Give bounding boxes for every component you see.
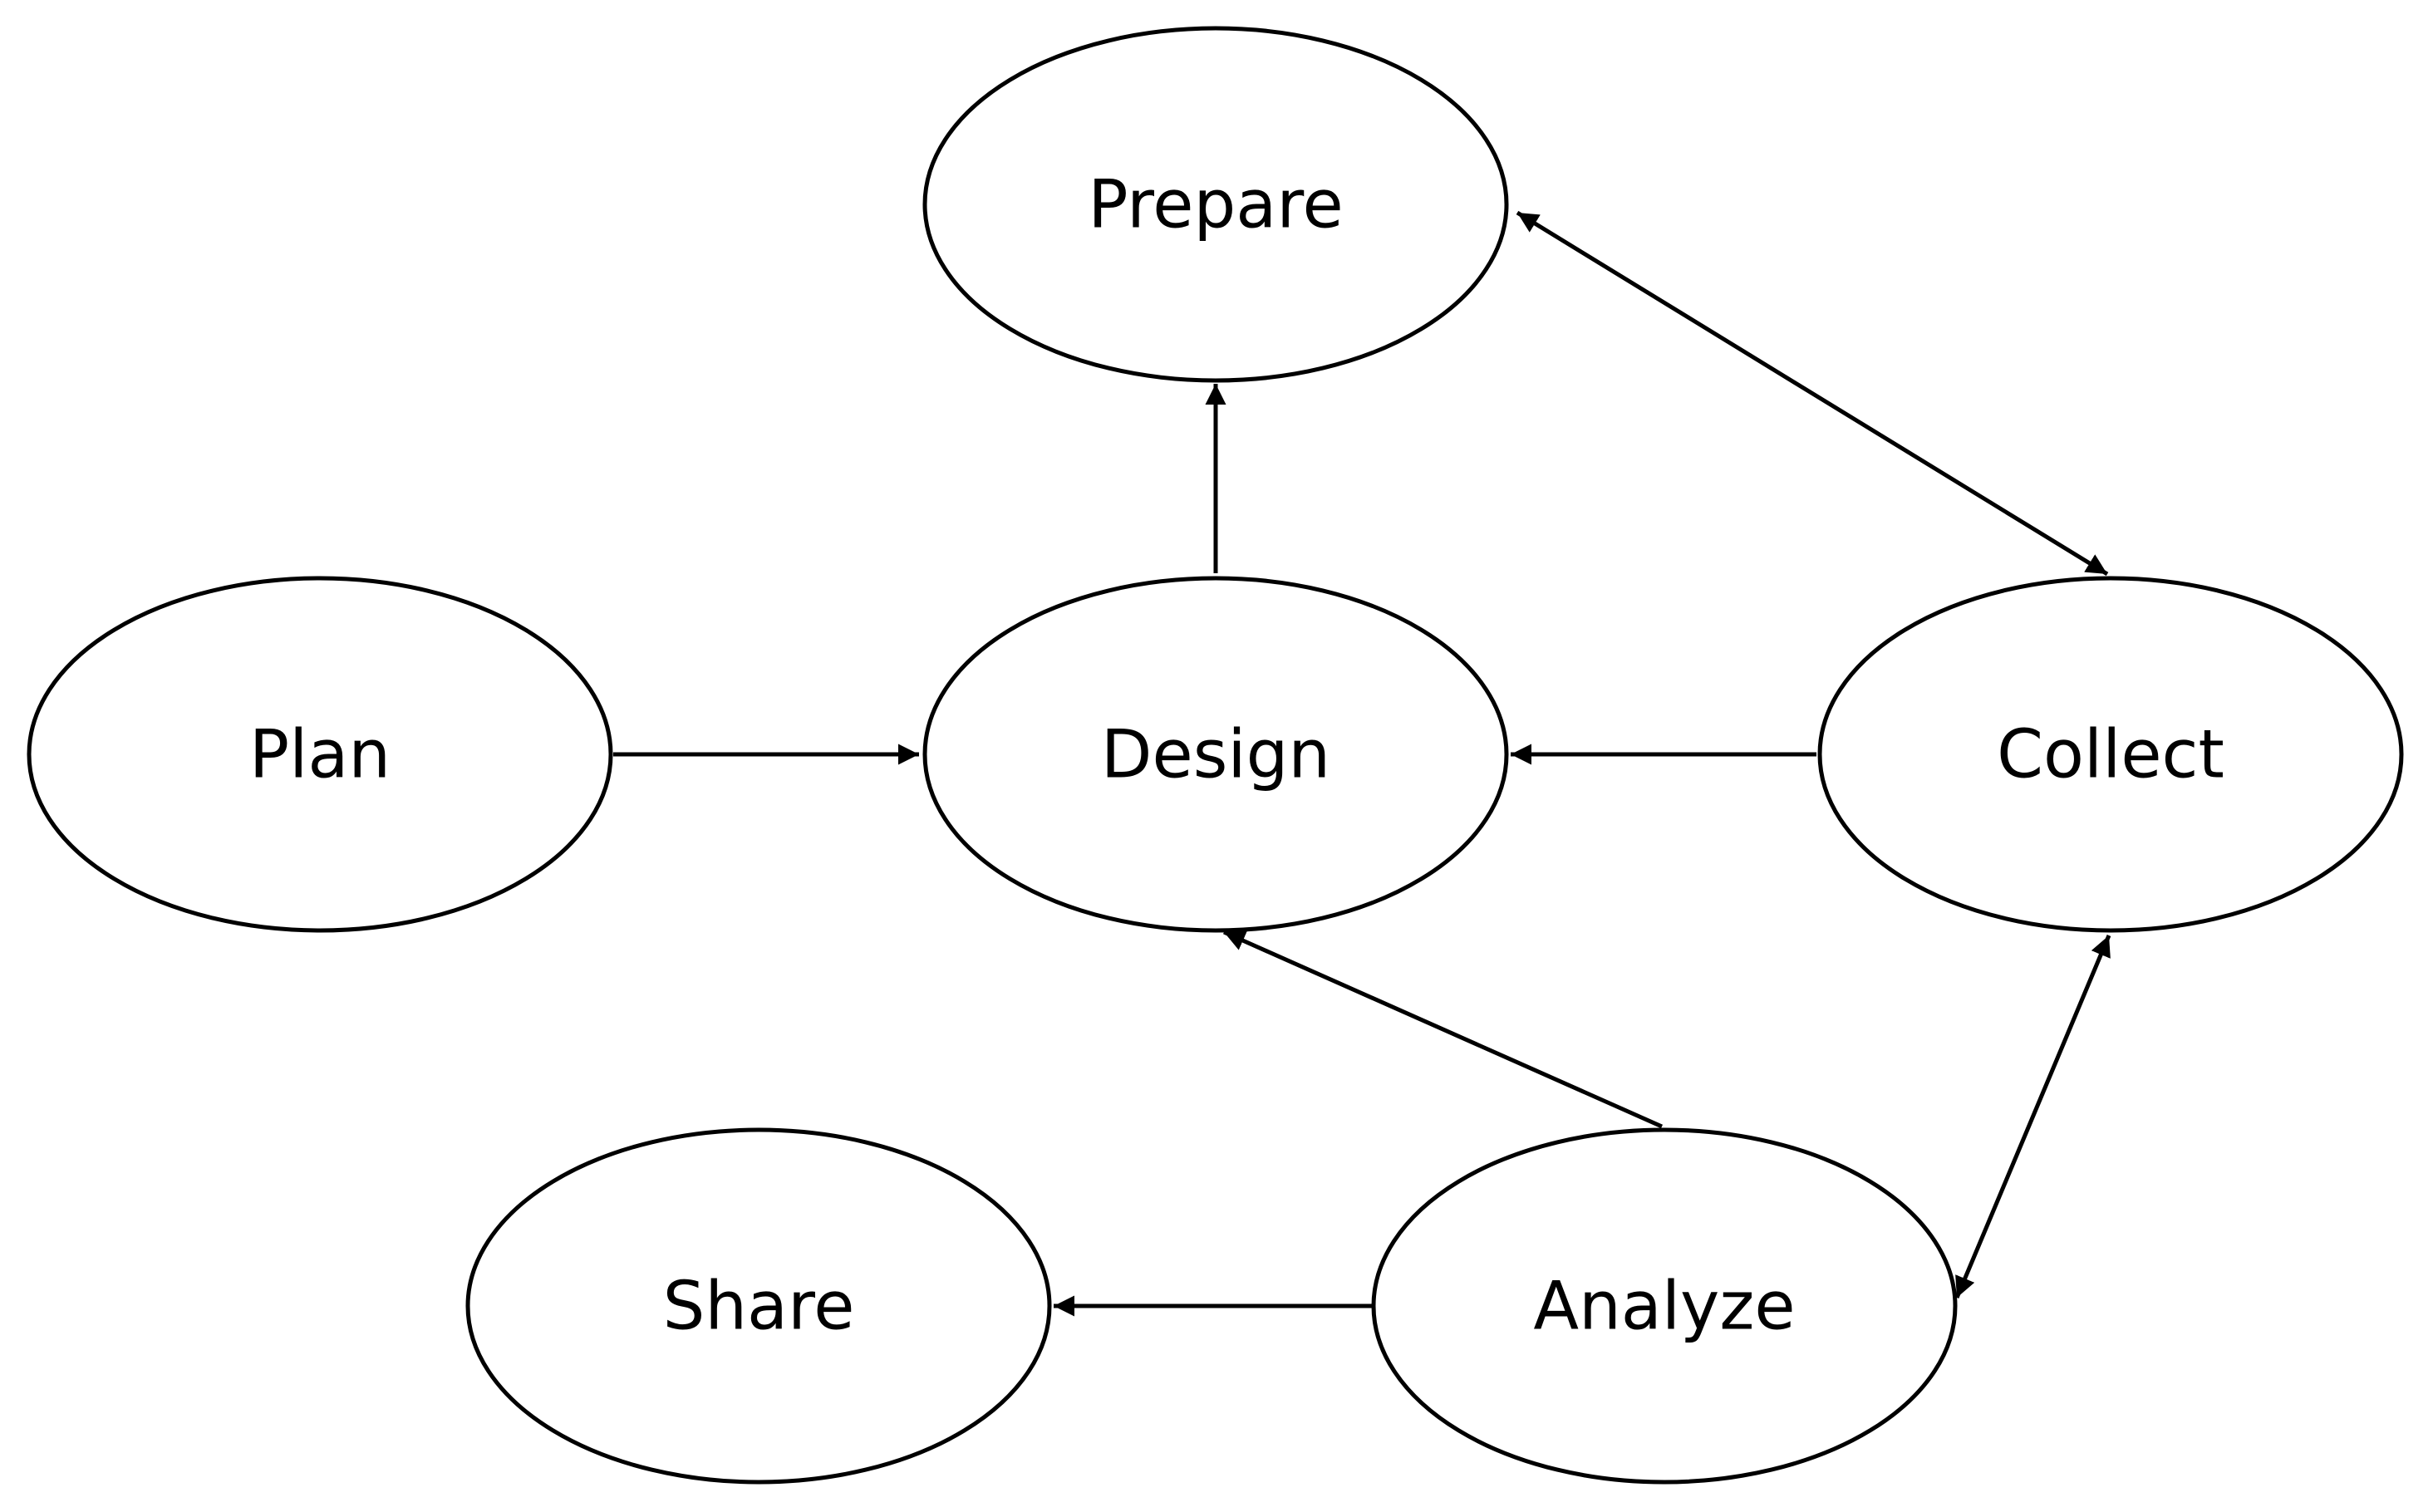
node-collect-label: Collect (1997, 716, 2224, 793)
edge-prepare-collect (1516, 210, 2109, 577)
edge-analyze-collect (1954, 935, 2111, 1298)
node-analyze: Analyze (1371, 1127, 1958, 1485)
node-plan: Plan (27, 576, 613, 933)
nodes-layer: Prepare Plan Design Collect Share Analyz… (27, 26, 2404, 1485)
node-plan-label: Plan (249, 716, 391, 793)
node-share-label: Share (663, 1268, 855, 1345)
node-plan-shape (27, 576, 613, 933)
edge-analyze-to-design (1222, 930, 1664, 1129)
node-prepare: Prepare (922, 26, 1509, 383)
node-design-label: Design (1101, 716, 1330, 793)
node-analyze-label: Analyze (1533, 1268, 1795, 1345)
node-prepare-shape (922, 26, 1509, 383)
node-analyze-shape (1371, 1127, 1958, 1485)
edges-layer (613, 210, 2111, 1317)
node-collect: Collect (1817, 576, 2404, 933)
node-collect-shape (1817, 576, 2404, 933)
node-share-shape (465, 1127, 1052, 1485)
node-share: Share (465, 1127, 1052, 1485)
node-prepare-label: Prepare (1088, 166, 1343, 243)
node-design-shape (922, 576, 1509, 933)
node-design: Design (922, 576, 1509, 933)
